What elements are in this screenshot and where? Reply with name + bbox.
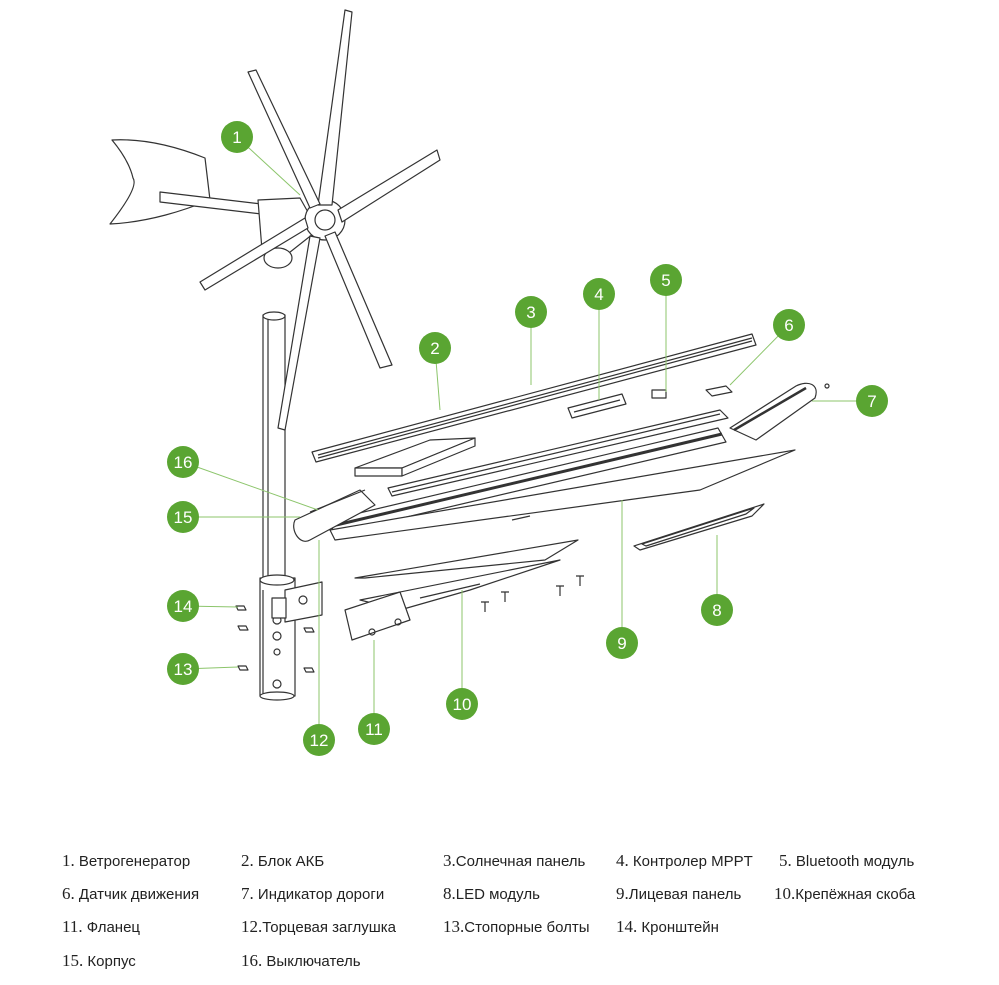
led-module [633,503,765,551]
callout-circle [221,121,253,153]
legend-item-11: 11. Фланец [62,917,141,936]
callout-label: 11 [365,720,383,739]
callout-circle [606,627,638,659]
legend-item-13: 13.Стопорные болты [443,917,590,936]
legend-item-7: 7. Индикатор дороги [241,884,385,903]
callout-label: 16 [174,453,193,472]
callout-label: 13 [174,660,193,679]
callout-14: 14 [167,590,199,622]
callout-13: 13 [167,653,199,685]
callout-4: 4 [583,278,615,310]
callout-circle [167,501,199,533]
callout-circle [515,296,547,328]
callout-circle [446,688,478,720]
solar-panel [311,333,757,463]
legend-item-9: 9.Лицевая панель [616,884,742,903]
legend-item-8: 8.LED модуль [443,884,540,903]
callout-12: 12 [303,724,335,756]
legend-item-3: 3.Солнечная панель [443,851,586,870]
legend-item-15: 15. Корпус [62,951,136,970]
callout-2: 2 [419,332,451,364]
legend-item-10: 10.Крепёжная скоба [774,884,916,903]
callout-6: 6 [773,309,805,341]
cover-plate [354,539,579,579]
mppt-controller [567,393,627,419]
callout-label: 4 [594,285,603,304]
callout-label: 7 [867,392,876,411]
legend-item-12: 12.Торцевая заглушка [241,917,397,936]
callout-circle [419,332,451,364]
front-panel [329,449,796,541]
callout-9: 9 [606,627,638,659]
legend-item-5: 5. Bluetooth модуль [779,851,915,870]
callout-circle [167,653,199,685]
callout-label: 5 [661,271,670,290]
legend-item-6: 6. Датчик движения [62,884,200,903]
callout-label: 9 [617,634,626,653]
callout-1: 1 [221,121,253,153]
flange [344,591,411,641]
callout-label: 10 [453,695,472,714]
callout-circle [650,264,682,296]
callout-3: 3 [515,296,547,328]
callout-circle [701,594,733,626]
callout-label: 12 [310,731,329,750]
callout-16: 16 [167,446,199,478]
legend-item-1: 1. Ветрогенератор [62,851,191,870]
lock-bolts [235,605,315,673]
callout-15: 15 [167,501,199,533]
callout-label: 6 [784,316,793,335]
callout-8: 8 [701,594,733,626]
bluetooth-module [651,389,667,399]
callout-5: 5 [650,264,682,296]
callout-10: 10 [446,688,478,720]
callout-7: 7 [856,385,888,417]
screws [481,575,584,612]
legend-item-14: 14. Кронштейн [616,917,719,936]
callout-circle [583,278,615,310]
callout-11: 11 [358,713,390,745]
legend-item-2: 2. Блок АКБ [241,851,325,870]
callout-circle [167,446,199,478]
road-indicator [729,382,830,441]
callout-label: 8 [712,601,721,620]
battery-block [354,437,476,477]
callout-label: 2 [430,339,439,358]
end-cap [293,489,376,542]
callout-label: 3 [526,303,535,322]
callout-circle [773,309,805,341]
callout-circle [856,385,888,417]
callout-circle [167,590,199,622]
wind-turbine [109,9,441,431]
callout-circle [303,724,335,756]
callout-label: 14 [174,597,193,616]
leader-16 [182,461,319,511]
motion-sensor [705,385,733,397]
callout-label: 1 [232,128,241,147]
bracket [271,581,323,623]
callout-label: 15 [174,508,193,527]
callout-circle [358,713,390,745]
pole [262,311,286,581]
legend-item-16: 16. Выключатель [241,951,361,970]
legend-item-4: 4. Контролер MPPT [616,851,753,870]
